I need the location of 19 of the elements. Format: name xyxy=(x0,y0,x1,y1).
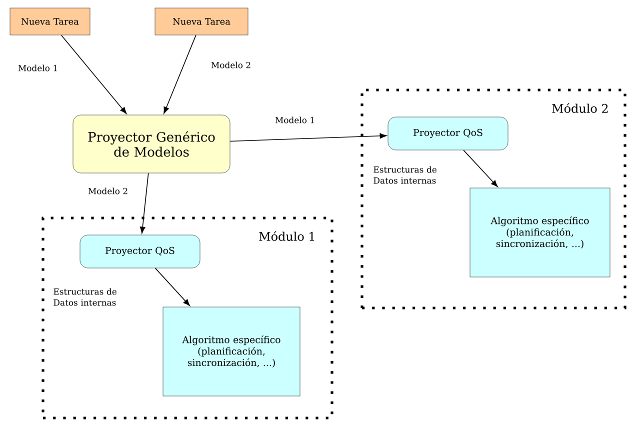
arrow xyxy=(164,34,196,114)
arrow xyxy=(154,268,190,306)
algorithm-box: Algoritmo específico (planificación, sincronización, ...) xyxy=(162,306,300,396)
edge-label: Modelo 2 xyxy=(86,186,130,196)
note-text: Estructuras de Datos internas xyxy=(374,166,436,184)
edge-label: Modelo 1 xyxy=(274,116,316,124)
projector-box: Proyector Genérico de Modelos xyxy=(72,114,230,174)
edge-label: Modelo 1 xyxy=(16,64,60,72)
note-text: Estructuras de Datos internas xyxy=(54,288,116,306)
algorithm-box: Algoritmo específico (planificación, sincronización, ...) xyxy=(470,188,610,278)
projector-box: Proyector QoS xyxy=(388,116,508,150)
arrow xyxy=(140,172,149,234)
projector-box: Proyector QoS xyxy=(80,234,200,268)
arrow xyxy=(463,150,498,187)
task-box: Nueva Tarea xyxy=(10,8,90,36)
task-box: Nueva Tarea xyxy=(154,8,248,36)
arrow xyxy=(230,133,387,142)
arrow xyxy=(60,34,127,114)
edge-label: Modelo 2 xyxy=(210,60,252,70)
